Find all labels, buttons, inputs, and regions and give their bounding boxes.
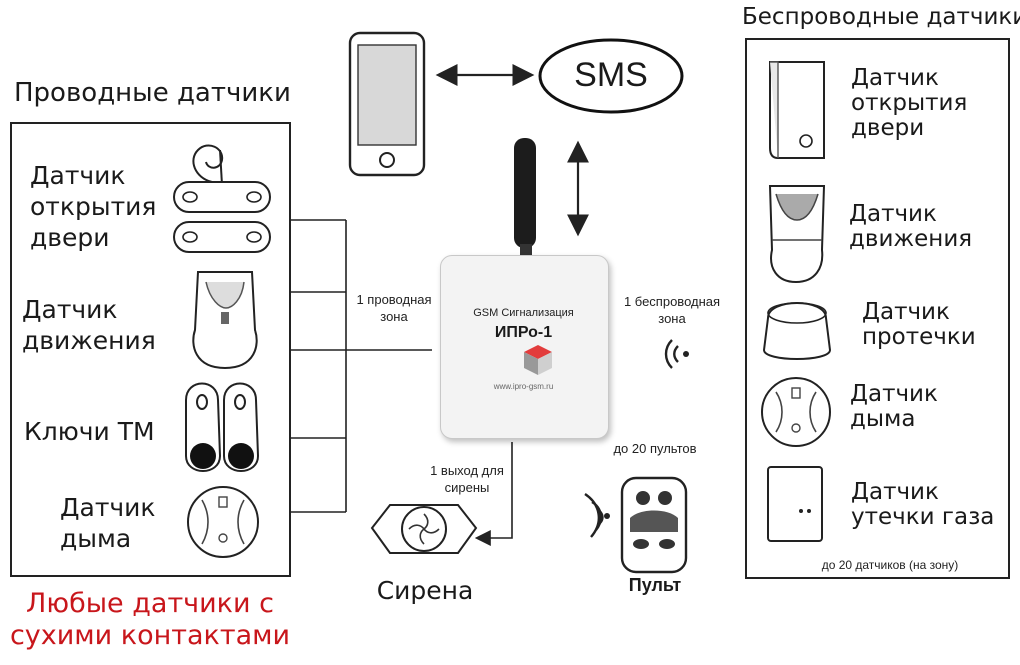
device-line1: GSM Сигнализация — [473, 307, 574, 319]
wireless-leak-sensor-label: Датчик протечки — [862, 299, 976, 350]
wireless-title: Беспроводные датчики — [742, 4, 1020, 30]
wired-footer-note: Любые датчики с сухими контактами — [9, 588, 291, 651]
wired-sensors-box — [10, 122, 291, 577]
wireless-gas-sensor-label: Датчик утечки газа — [851, 479, 995, 530]
remotes-count-label: до 20 пультов — [613, 441, 697, 456]
wireless-sensors-box — [745, 38, 1010, 579]
wireless-count-note: до 20 датчиков (на зону) — [821, 558, 959, 572]
wired-motion-sensor-label: Датчик движения — [22, 295, 156, 355]
sms-label: SMS — [574, 56, 648, 94]
wireless-zone-label: 1 беспроводная зона — [623, 294, 721, 326]
remote-label: Пульт — [628, 575, 682, 595]
wireless-smoke-sensor-label: Датчик дыма — [850, 381, 938, 432]
siren-label: Сирена — [376, 576, 474, 605]
device-url: www.ipro-gsm.ru — [493, 382, 554, 391]
wireless-motion-sensor-label: Датчик движения — [849, 201, 973, 252]
gsm-device — [440, 255, 609, 439]
wired-zone-label: 1 проводная зона — [356, 292, 432, 324]
wired-tm-keys-label: Ключи ТМ — [24, 417, 155, 446]
device-model: ИПРо-1 — [494, 324, 553, 341]
wireless-door-sensor-label: Датчик открытия двери — [851, 65, 968, 141]
wired-door-sensor-label: Датчик открытия двери — [30, 161, 157, 252]
wired-smoke-sensor-label: Датчик дыма — [60, 493, 156, 553]
siren-output-label: 1 выход для сирены — [430, 463, 504, 495]
wired-title: Проводные датчики — [14, 78, 291, 108]
